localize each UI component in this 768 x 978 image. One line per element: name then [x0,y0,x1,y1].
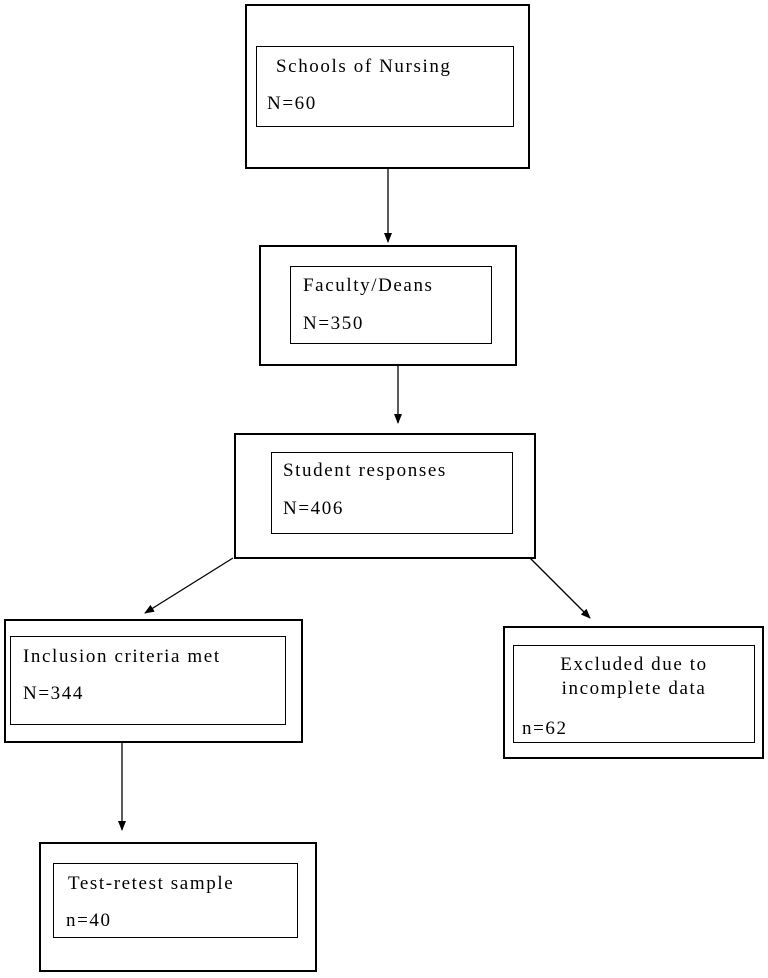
node-faculty-count: N=350 [303,313,364,334]
node-inclusion-inner [10,636,286,725]
node-excluded-title-line1: Excluded due to [560,654,708,675]
node-excluded-title-line2: incomplete data [561,678,707,699]
node-excluded-count: n=62 [522,718,568,739]
node-retest-inner [53,863,298,938]
node-retest-title: Test-retest sample [68,873,235,894]
node-faculty-inner [290,266,492,344]
node-inclusion-title: Inclusion criteria met [23,646,221,667]
arrow-students-to-excluded [529,557,591,619]
node-students-title: Student responses [283,460,447,481]
node-schools-count: N=60 [267,93,317,114]
node-students-inner [271,452,513,534]
node-schools-title: Schools of Nursing [276,56,452,77]
node-inclusion-count: N=344 [23,683,84,704]
node-students-count: N=406 [283,498,344,519]
node-schools-inner [256,46,514,127]
node-retest-count: n=40 [66,910,112,931]
arrow-students-to-inclusion [144,557,234,614]
node-excluded-inner [513,645,755,743]
node-faculty-title: Faculty/Deans [303,275,434,296]
